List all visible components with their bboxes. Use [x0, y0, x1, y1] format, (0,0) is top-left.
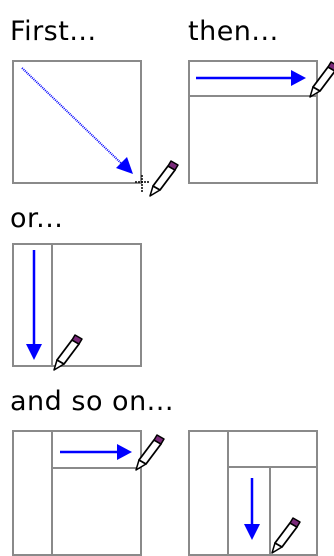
pencil-icon [53, 334, 83, 371]
pencil-icon [135, 434, 165, 471]
crosshair-cursor-icon [135, 175, 149, 192]
horizontal-arrow-head [117, 444, 132, 460]
pencil-icon [309, 61, 334, 98]
vertical-arrow-head [244, 524, 260, 540]
pencil-icon [149, 160, 179, 197]
pencil-icon [271, 517, 301, 554]
caption-then: then... [188, 16, 279, 47]
caption-first: First... [10, 16, 97, 47]
diagonal-arrow-line [21, 67, 123, 165]
caption-or: or... [10, 203, 64, 234]
horizontal-arrow-head [291, 70, 306, 86]
caption-and-so-on: and so on... [10, 386, 174, 417]
diagonal-arrow-head [116, 157, 133, 174]
vertical-arrow-head [26, 344, 42, 360]
